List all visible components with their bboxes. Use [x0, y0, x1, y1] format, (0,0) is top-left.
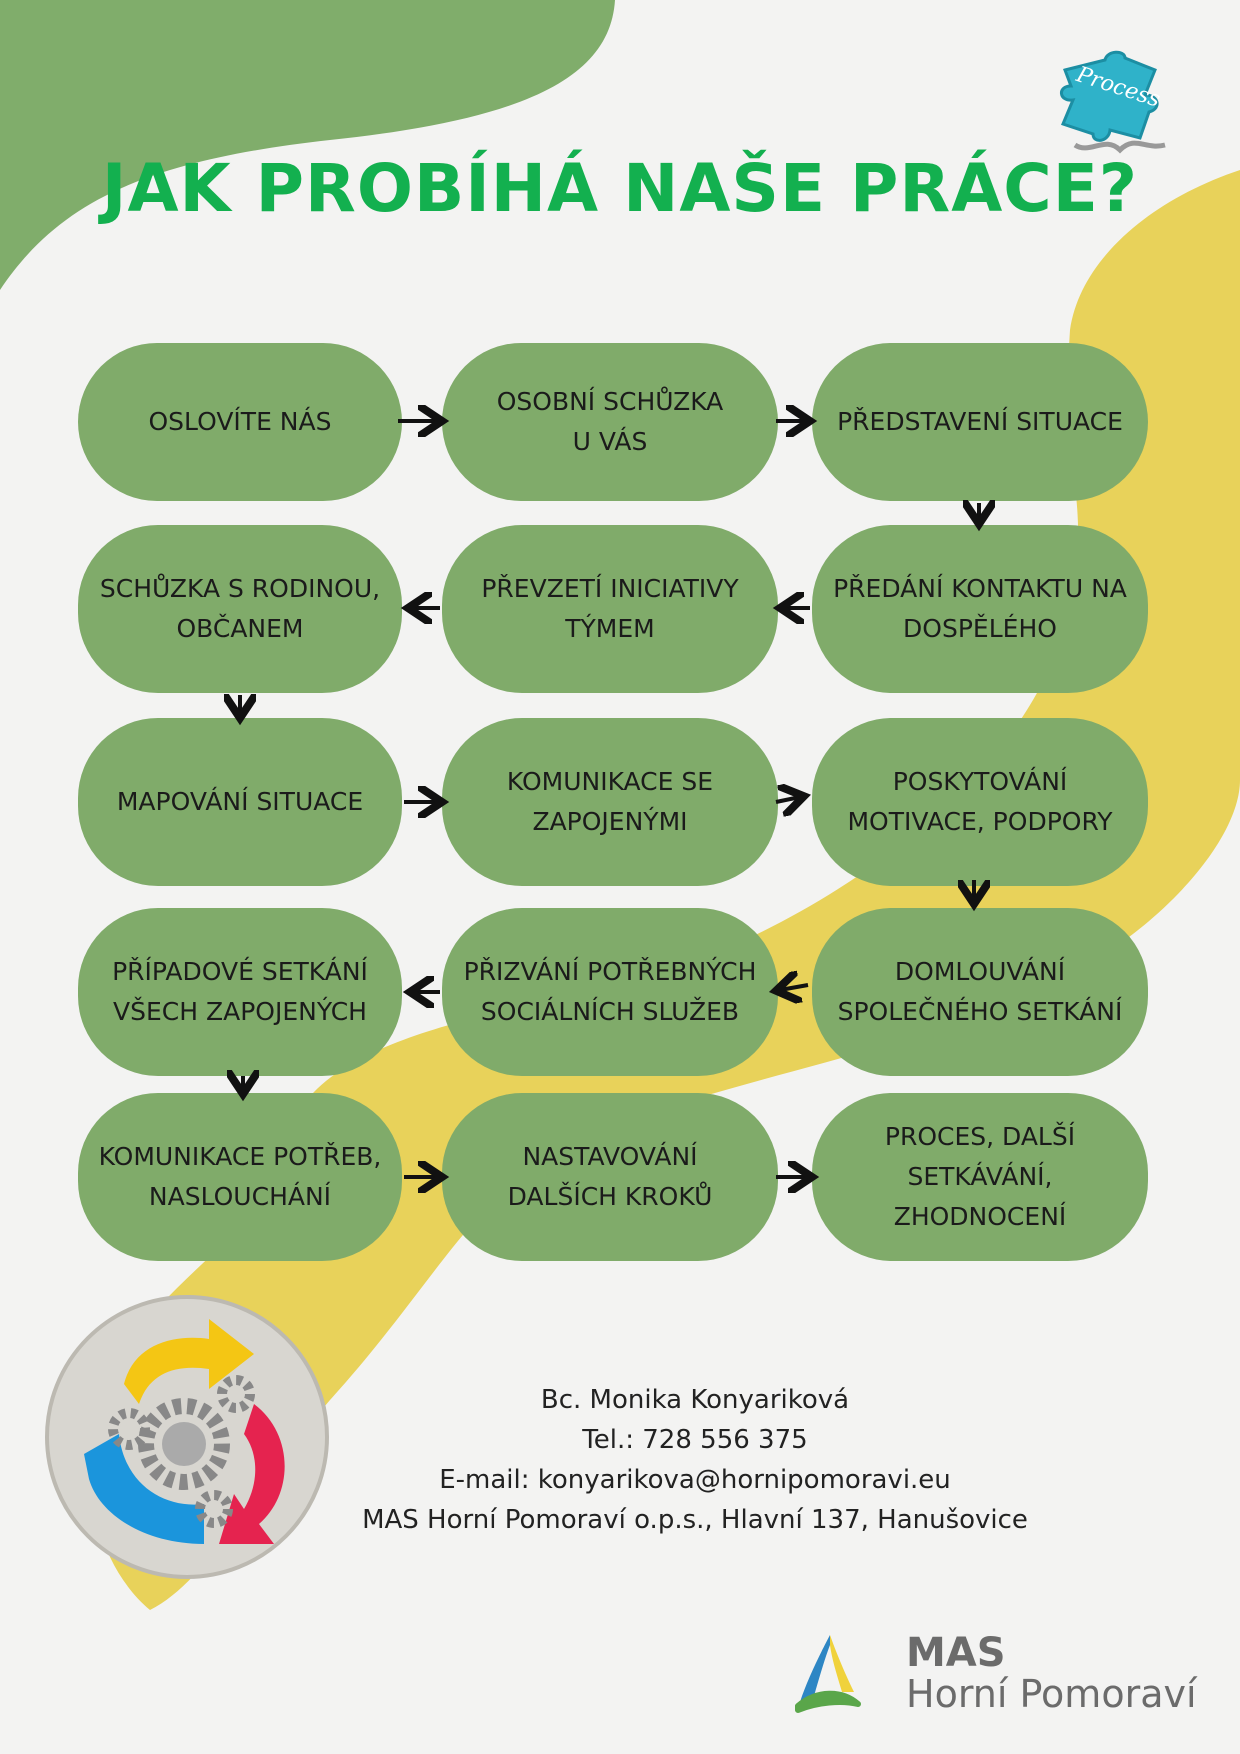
arrow-left-icon: [780, 985, 809, 990]
step-7: MAPOVÁNÍ SITUACE: [78, 718, 402, 886]
step-9: POSKYTOVÁNÍ MOTIVACE, PODPORY: [812, 718, 1148, 886]
arrow-right-icon: [775, 797, 800, 802]
page-title: JAK PROBÍHÁ NAŠE PRÁCE?: [101, 150, 1139, 227]
process-puzzle-icon: Process: [1045, 50, 1185, 160]
contact-phone: Tel.: 728 556 375: [582, 1425, 808, 1455]
logo-line-2: Horní Pomoraví: [906, 1672, 1197, 1716]
step-13: KOMUNIKACE POTŘEB, NASLOUCHÁNÍ: [78, 1093, 402, 1261]
step-4: PŘEDÁNÍ KONTAKTU NA DOSPĚLÉHO: [812, 525, 1148, 693]
contact-block: Bc. Monika Konyariková Tel.: 728 556 375…: [300, 1380, 1090, 1540]
step-1: OSLOVÍTE NÁS: [78, 343, 402, 501]
process-gears-icon: [44, 1294, 330, 1580]
step-12: PŘÍPADOVÉ SETKÁNÍ VŠECH ZAPOJENÝCH: [78, 908, 402, 1076]
mas-logo-text: MAS Horní Pomoraví: [906, 1633, 1197, 1715]
contact-address: MAS Horní Pomoraví o.p.s., Hlavní 137, H…: [362, 1505, 1028, 1535]
step-2: OSOBNÍ SCHŮZKA U VÁS: [442, 343, 778, 501]
step-6: SCHŮZKA S RODINOU, OBČANEM: [78, 525, 402, 693]
contact-email: E-mail: konyarikova@hornipomoravi.eu: [439, 1465, 951, 1495]
logo-line-1: MAS: [906, 1630, 1006, 1676]
step-5: PŘEVZETÍ INICIATIVY TÝMEM: [442, 525, 778, 693]
step-8: KOMUNIKACE SE ZAPOJENÝMI: [442, 718, 778, 886]
step-10: DOMLOUVÁNÍ SPOLEČNÉHO SETKÁNÍ: [812, 908, 1148, 1076]
green-corner-shape: [0, 0, 615, 290]
step-14: NASTAVOVÁNÍ DALŠÍCH KROKŮ: [442, 1093, 778, 1261]
mas-logo-icon: [792, 1630, 862, 1719]
contact-name: Bc. Monika Konyariková: [540, 1385, 850, 1415]
yellow-swoosh-shape: [89, 170, 1240, 1610]
step-3: PŘEDSTAVENÍ SITUACE: [812, 343, 1148, 501]
step-15: PROCES, DALŠÍ SETKÁVÁNÍ, ZHODNOCENÍ: [812, 1093, 1148, 1261]
step-11: PŘIZVÁNÍ POTŘEBNÝCH SOCIÁLNÍCH SLUŽEB: [442, 908, 778, 1076]
